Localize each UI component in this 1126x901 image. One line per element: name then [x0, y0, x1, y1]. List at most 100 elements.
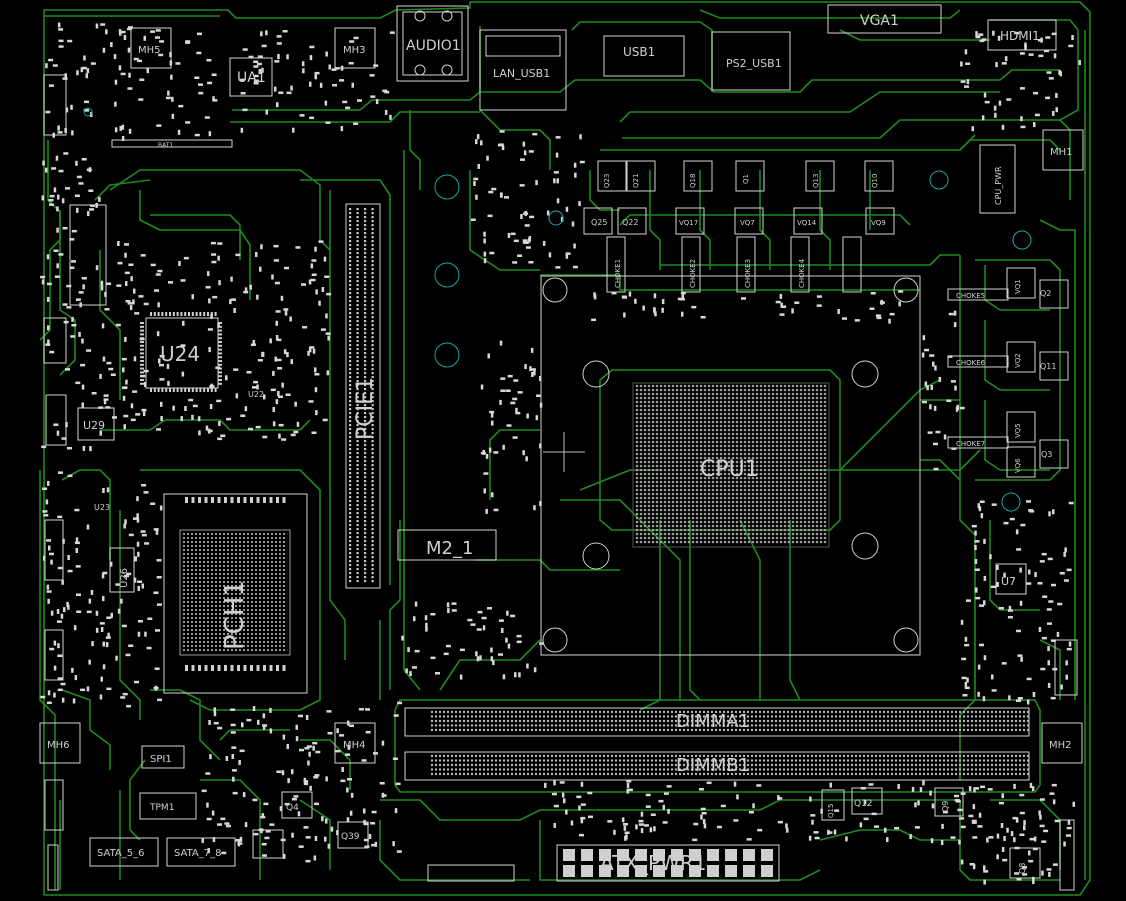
- passive-component: [302, 68, 305, 74]
- pad: [986, 768, 990, 771]
- pad: [270, 604, 274, 608]
- pad: [371, 348, 374, 351]
- pad: [671, 460, 675, 464]
- passive-component: [178, 261, 181, 266]
- pad: [643, 488, 647, 492]
- pad: [743, 536, 747, 540]
- pad: [711, 508, 715, 512]
- pad: [819, 492, 823, 496]
- pad: [727, 536, 731, 540]
- pad: [807, 516, 811, 520]
- pad: [198, 576, 202, 580]
- pad: [434, 724, 438, 727]
- pad: [371, 336, 374, 339]
- pad: [349, 232, 352, 235]
- passive-component: [122, 367, 125, 373]
- pad: [759, 440, 763, 444]
- pad: [679, 436, 683, 440]
- pad: [371, 308, 374, 311]
- passive-component: [208, 298, 211, 304]
- pad: [222, 536, 226, 540]
- pad: [282, 532, 286, 536]
- pad: [234, 600, 238, 604]
- passive-component: [123, 414, 129, 418]
- pad: [910, 724, 914, 727]
- pad: [254, 548, 258, 552]
- pad: [791, 476, 795, 480]
- pad: [787, 540, 791, 544]
- pad: [214, 544, 218, 548]
- pad: [795, 540, 799, 544]
- pad: [711, 392, 715, 396]
- pad: [190, 648, 194, 652]
- passive-component: [242, 48, 248, 51]
- pad: [819, 408, 823, 412]
- pad: [371, 284, 374, 287]
- passive-component: [278, 91, 284, 94]
- pad: [775, 540, 779, 544]
- pad: [371, 312, 374, 315]
- pad: [715, 528, 719, 532]
- pad: [246, 560, 250, 564]
- pad: [926, 715, 930, 718]
- pad: [726, 715, 730, 718]
- pad: [651, 444, 655, 448]
- pad: [670, 759, 674, 762]
- pad: [618, 759, 622, 762]
- pad: [639, 532, 643, 536]
- pad: [783, 520, 787, 524]
- pad: [364, 452, 367, 455]
- pad: [679, 404, 683, 408]
- pad: [270, 556, 274, 560]
- pad: [643, 408, 647, 412]
- pad: [356, 272, 359, 275]
- pad: [791, 460, 795, 464]
- pad: [795, 420, 799, 424]
- pad: [723, 384, 727, 388]
- pad: [646, 710, 650, 714]
- pad: [659, 392, 663, 396]
- pad: [739, 392, 743, 396]
- passive-component: [301, 283, 306, 286]
- pad: [707, 536, 711, 540]
- pad: [470, 719, 474, 723]
- pad: [554, 724, 558, 727]
- pad: [711, 520, 715, 524]
- pad: [783, 472, 787, 476]
- pad: [982, 759, 986, 762]
- pad: [371, 512, 374, 515]
- pad: [659, 496, 663, 500]
- pad: [635, 432, 639, 436]
- pad: [711, 400, 715, 404]
- pad: [727, 464, 731, 468]
- pad: [270, 560, 274, 564]
- pad: [282, 596, 286, 600]
- pad: [246, 612, 250, 616]
- pad: [711, 388, 715, 392]
- pad: [731, 384, 735, 388]
- pad: [371, 344, 374, 347]
- pad: [942, 715, 946, 718]
- pad: [1006, 772, 1010, 776]
- pad: [206, 592, 210, 596]
- pad: [570, 719, 574, 723]
- pad: [667, 488, 671, 492]
- pad: [894, 772, 898, 776]
- pad: [731, 456, 735, 460]
- pad: [643, 432, 647, 436]
- pad: [282, 608, 286, 612]
- pad: [783, 400, 787, 404]
- pad: [198, 536, 202, 540]
- pad: [699, 488, 703, 492]
- pad: [356, 336, 359, 339]
- pad: [747, 456, 751, 460]
- pad: [364, 524, 367, 527]
- pad: [763, 504, 767, 508]
- pad: [898, 759, 902, 762]
- pad: [258, 588, 262, 592]
- pad: [590, 754, 594, 758]
- pad: [751, 492, 755, 496]
- pad: [783, 508, 787, 512]
- pad: [1010, 724, 1014, 727]
- pad: [274, 620, 278, 624]
